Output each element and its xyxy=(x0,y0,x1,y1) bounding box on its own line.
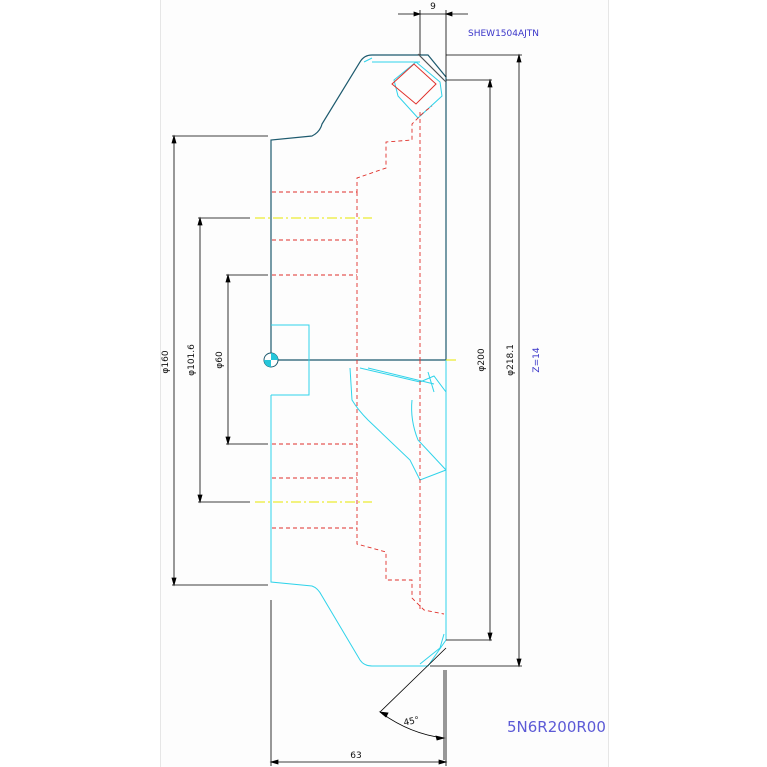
dim-d218: φ218.1 xyxy=(506,344,516,376)
hidden-lines xyxy=(272,105,445,615)
insert-upper xyxy=(391,53,447,105)
dim-length: 63 xyxy=(350,751,361,761)
dim-d160: φ160 xyxy=(161,350,171,373)
dim-d60: φ60 xyxy=(215,351,225,369)
center-mark-icon xyxy=(263,352,279,368)
dimension-lines xyxy=(171,10,522,766)
drawing-sheet xyxy=(160,0,609,767)
teeth-count: Z=14 xyxy=(532,347,542,372)
dim-d101: φ101.6 xyxy=(187,344,197,376)
part-number-label: 5N6R200R00 xyxy=(507,718,606,736)
body-outline-lower xyxy=(270,57,447,667)
angle-label: 45° xyxy=(403,715,421,728)
dim-top-width: 9 xyxy=(430,2,436,12)
center-lines xyxy=(255,217,458,503)
body-outline-upper xyxy=(270,54,447,361)
tool-code-label: SHEW1504AJTN xyxy=(468,29,539,39)
dim-d200: φ200 xyxy=(477,348,487,371)
